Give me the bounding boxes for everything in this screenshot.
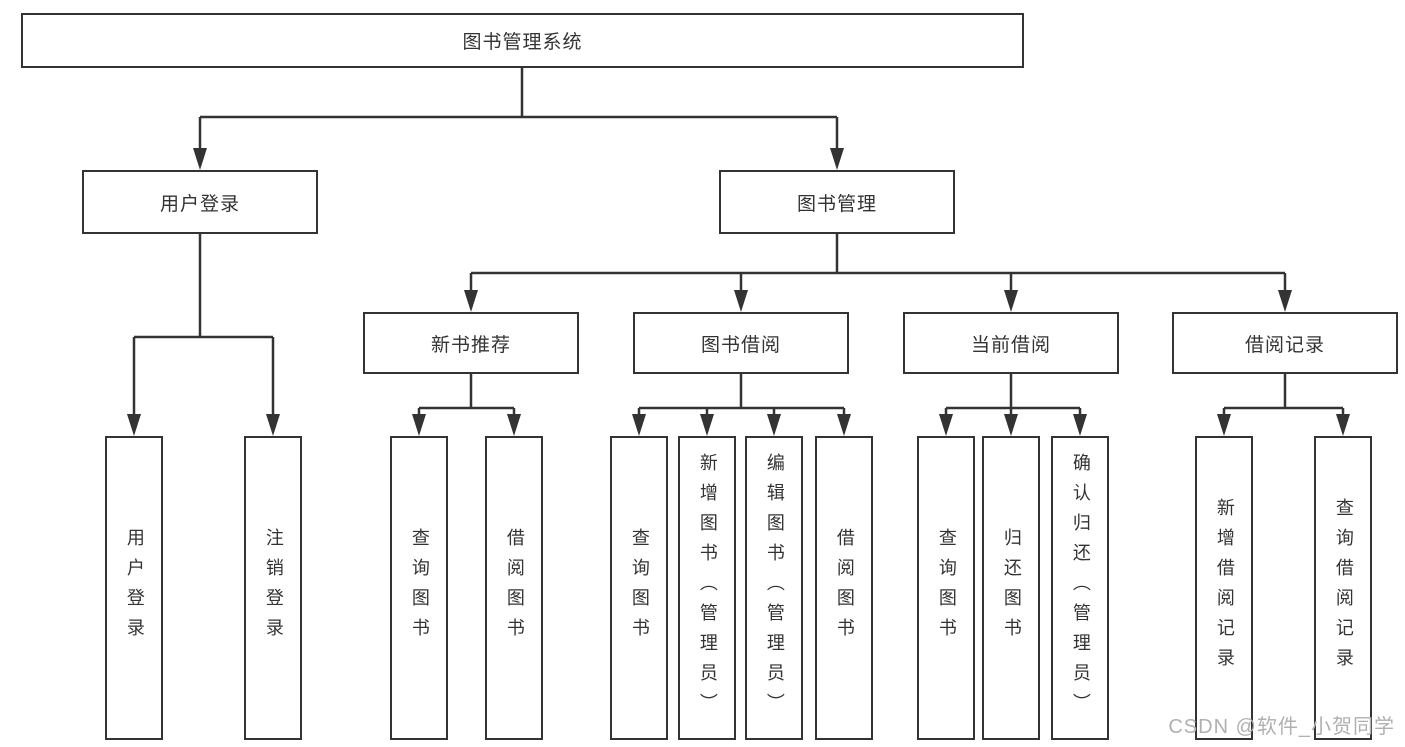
node-label: 借阅记录: [1244, 334, 1325, 356]
node-label: 图书借阅: [700, 334, 781, 356]
node-edit-book-admin: 编辑图书（管理员）: [745, 436, 803, 740]
node-label: 借阅图书: [834, 528, 855, 648]
node-query-borrow-record: 查询借阅记录: [1314, 436, 1372, 740]
node-user-login: 用户登录: [82, 170, 318, 234]
node-label: 用户登录: [159, 193, 240, 215]
node-label: 编辑图书（管理员）: [764, 453, 785, 723]
node-query-books-recommend: 查询图书: [390, 436, 448, 740]
node-label: 用户登录: [124, 528, 145, 648]
node-label: 当前借阅: [970, 334, 1051, 356]
node-label: 注销登录: [263, 528, 284, 648]
node-add-book-admin: 新增图书（管理员）: [678, 436, 736, 740]
node-new-book-recommend: 新书推荐: [363, 312, 579, 374]
node-book-management: 图书管理: [719, 170, 955, 234]
node-label: 查询图书: [936, 528, 957, 648]
node-logout: 注销登录: [244, 436, 302, 740]
node-user-login-leaf: 用户登录: [105, 436, 163, 740]
node-label: 新增图书（管理员）: [697, 453, 718, 723]
watermark: CSDN @软件_小贺同学: [1168, 716, 1395, 738]
node-label: 图书管理系统: [462, 32, 583, 53]
node-label: 图书管理: [796, 193, 877, 215]
node-book-borrow: 图书借阅: [633, 312, 849, 374]
node-book-management-system: 图书管理系统: [21, 13, 1024, 68]
node-query-books-borrow: 查询图书: [610, 436, 668, 740]
node-label: 归还图书: [1001, 528, 1022, 648]
node-borrow-books-recommend: 借阅图书: [485, 436, 543, 740]
node-label: 借阅图书: [504, 528, 525, 648]
node-label: 确认归还（管理员）: [1070, 453, 1091, 723]
node-label: 查询借阅记录: [1333, 498, 1354, 678]
node-confirm-return-admin: 确认归还（管理员）: [1051, 436, 1109, 740]
node-label: 查询图书: [629, 528, 650, 648]
node-add-borrow-record: 新增借阅记录: [1195, 436, 1253, 740]
node-label: 新增借阅记录: [1214, 498, 1235, 678]
node-current-borrow: 当前借阅: [903, 312, 1119, 374]
node-query-books-current: 查询图书: [917, 436, 975, 740]
node-return-book: 归还图书: [982, 436, 1040, 740]
node-label: 新书推荐: [430, 334, 511, 356]
node-label: 查询图书: [409, 528, 430, 648]
node-borrow-books-leaf: 借阅图书: [815, 436, 873, 740]
node-borrow-records: 借阅记录: [1172, 312, 1398, 374]
